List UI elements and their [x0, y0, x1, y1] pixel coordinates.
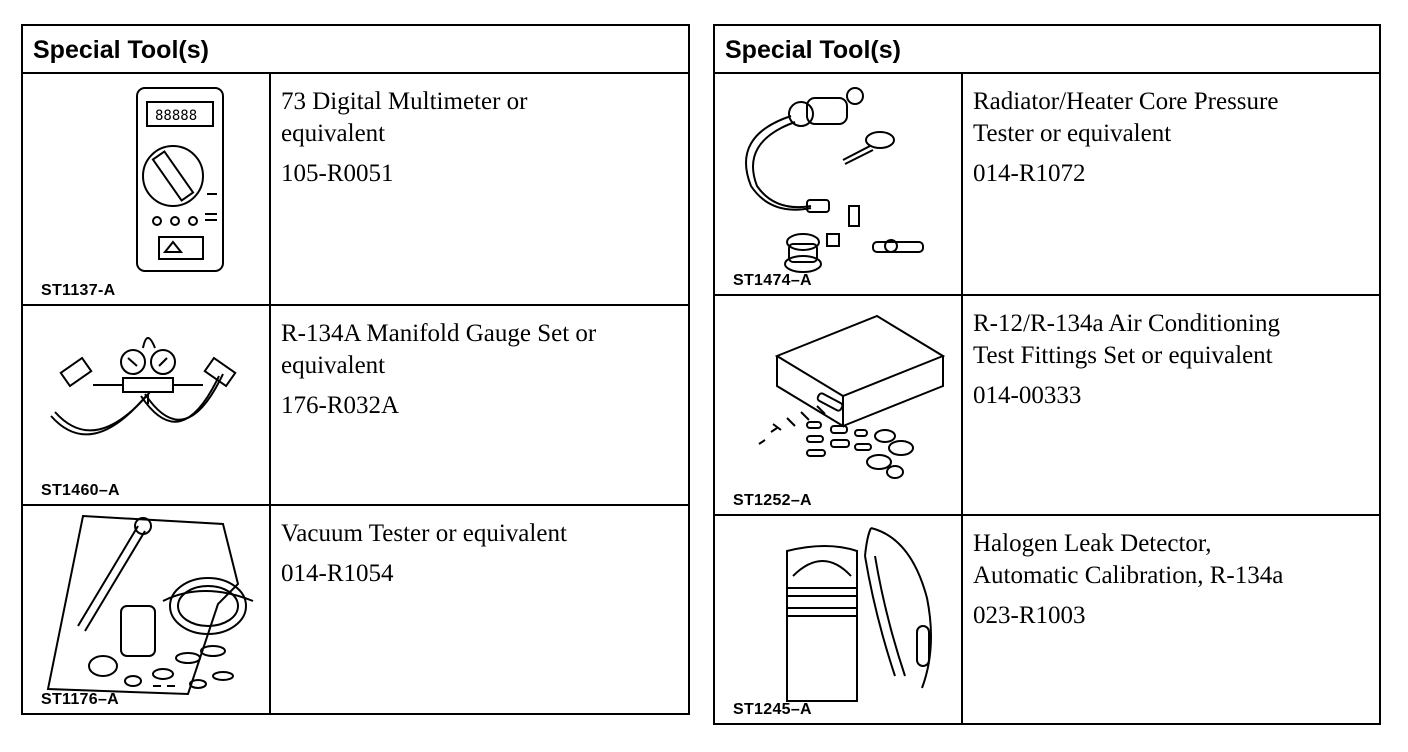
- tool-row: 88888 ST1137-A 73 Digital Multimeter or …: [23, 74, 688, 306]
- tool-number: 014-R1072: [973, 160, 1086, 187]
- tool-description: Halogen Leak Detector, Automatic Calibra…: [973, 528, 1369, 632]
- pressure-tester-icon: [745, 87, 924, 273]
- multimeter-icon: 88888: [136, 87, 224, 272]
- tool-row: ST1252–A R-12/R-134a Air Conditioning Te…: [715, 296, 1379, 516]
- fittings-case-icon: [758, 314, 946, 479]
- tool-number: 176-R032A: [281, 392, 400, 419]
- tool-row: ST1460–A R-134A Manifold Gauge Set or eq…: [23, 306, 688, 506]
- table-header: Special Tool(s): [23, 26, 688, 74]
- tool-name-line1: R-12/R-134a Air Conditioning: [973, 310, 1280, 337]
- tool-illustration-cell: ST1245–A: [715, 516, 963, 723]
- svg-text:88888: 88888: [155, 108, 197, 124]
- tool-name-line1: Halogen Leak Detector,: [973, 530, 1212, 557]
- vacuum-tester-icon: [46, 514, 254, 696]
- tool-description: R-134A Manifold Gauge Set or equivalent …: [281, 318, 678, 422]
- tool-code: ST1137-A: [41, 282, 116, 299]
- tool-name-line1: Vacuum Tester or equivalent: [281, 520, 567, 547]
- leak-detector-icon: [786, 527, 932, 702]
- table-header: Special Tool(s): [715, 26, 1379, 74]
- tool-code: ST1460–A: [41, 482, 120, 499]
- tool-name-line2: Test Fittings Set or equivalent: [973, 342, 1273, 369]
- manifold-gauge-icon: [50, 337, 237, 436]
- tool-illustration-cell: ST1176–A: [23, 506, 271, 713]
- tool-code: ST1176–A: [41, 691, 120, 708]
- tool-illustration-cell: ST1460–A: [23, 306, 271, 504]
- tool-code: ST1245–A: [733, 701, 812, 718]
- tool-name-line1: Radiator/Heater Core Pressure: [973, 88, 1279, 115]
- tool-illustration-cell: 88888 ST1137-A: [23, 74, 271, 304]
- special-tools-table-left: Special Tool(s) 88888: [21, 24, 690, 715]
- tool-code: ST1252–A: [733, 492, 812, 509]
- tool-row: ST1474–A Radiator/Heater Core Pressure T…: [715, 74, 1379, 296]
- tool-description: Vacuum Tester or equivalent 014-R1054: [281, 518, 678, 590]
- tool-number: 023-R1003: [973, 602, 1086, 629]
- tool-description: R-12/R-134a Air Conditioning Test Fittin…: [973, 308, 1369, 412]
- tool-name-line2: Tester or equivalent: [973, 120, 1172, 147]
- tool-name-line1: R-134A Manifold Gauge Set or: [281, 320, 597, 347]
- tool-name-line2: equivalent: [281, 120, 386, 147]
- tool-code: ST1474–A: [733, 272, 812, 289]
- tool-name-line2: equivalent: [281, 352, 386, 379]
- tool-number: 014-R1054: [281, 560, 394, 587]
- tool-name-line2: Automatic Calibration, R-134a: [973, 562, 1284, 589]
- tool-row: ST1245–A Halogen Leak Detector, Automati…: [715, 516, 1379, 723]
- tool-illustration-cell: ST1252–A: [715, 296, 963, 514]
- tool-description: 73 Digital Multimeter or equivalent 105-…: [281, 86, 678, 190]
- tool-row: ST1176–A Vacuum Tester or equivalent 014…: [23, 506, 688, 713]
- tool-description: Radiator/Heater Core Pressure Tester or …: [973, 86, 1369, 190]
- tool-number: 014-00333: [973, 382, 1082, 409]
- tool-name-line1: 73 Digital Multimeter or: [281, 88, 528, 115]
- tool-number: 105-R0051: [281, 160, 394, 187]
- special-tools-table-right: Special Tool(s): [713, 24, 1381, 725]
- tool-illustration-cell: ST1474–A: [715, 74, 963, 294]
